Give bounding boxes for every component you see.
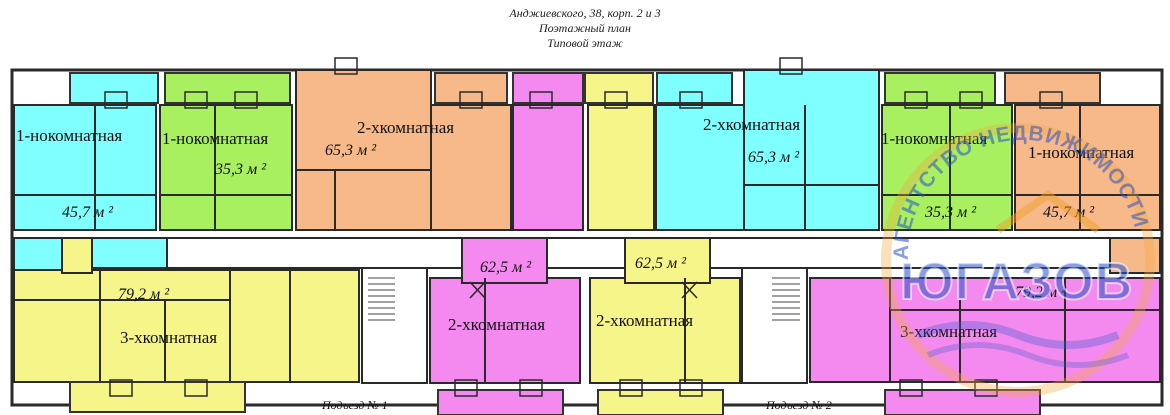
apartment-2room-d [589, 277, 741, 384]
balcony [656, 72, 733, 104]
plan-type: Поэтажный план [538, 21, 632, 35]
balcony [512, 72, 584, 104]
apartment-area: 62,5 м ² [480, 259, 532, 276]
apartment-area: 79,2 м ² [1015, 284, 1067, 301]
apartment-label: 2-хкомнатная [357, 118, 455, 137]
apartment-area: 45,7 м ² [1043, 204, 1095, 221]
balcony [1004, 72, 1101, 104]
apartment-area: 79,2 м ² [118, 286, 170, 303]
apartment-area: 65,3 м ² [748, 149, 800, 166]
apartment-1room-c [881, 104, 1013, 231]
staircase-1 [361, 267, 428, 384]
apartment-2room-c [429, 277, 581, 384]
staircase-2 [741, 267, 808, 384]
apartment-label: 2-хкомнатная [703, 115, 801, 134]
balcony [584, 72, 654, 104]
apartment-1room-b [159, 104, 293, 231]
apartment-label: 3-хкомнатная [900, 322, 998, 341]
apartment-label: 2-хкомнатная [448, 315, 546, 334]
apartment-area: 65,3 м ² [325, 142, 377, 159]
balcony [437, 389, 564, 415]
balcony [597, 389, 724, 415]
watermark-brand: ЮГАЗОВ [899, 252, 1134, 312]
apartment-2room-c-top [512, 104, 584, 231]
apartment-label: 1-нокомнатная [16, 126, 123, 145]
apartment-2room-a-part [430, 104, 512, 231]
apartment-label: 1-нокомнатная [881, 129, 988, 148]
apartment-area: 35,3 м ² [925, 204, 977, 221]
balcony [69, 381, 246, 413]
apartment-label: 3-хкомнатная [120, 328, 218, 347]
apartment-2room-b [743, 69, 880, 231]
balcony [884, 389, 1041, 415]
apartment-3room-a [13, 269, 360, 383]
apartment-area: 62,5 м ² [635, 255, 687, 272]
entrance-label: Подъезд № 1 [322, 398, 388, 412]
balcony [884, 72, 996, 104]
apartment-label: 1-нокомнатная [1028, 143, 1135, 162]
balcony [434, 72, 508, 104]
apartment-1room-a [13, 104, 157, 231]
apartment-label: 2-хкомнатная [596, 311, 694, 330]
balcony [164, 72, 291, 104]
corridor [13, 237, 1161, 269]
plan-floor: Типовой этаж [547, 36, 623, 50]
plan-address: Анджиевского, 38, корп. 2 и 3 [509, 6, 661, 20]
apartment-label: 1-нокомнатная [162, 129, 269, 148]
apartment-2room-a [295, 69, 432, 231]
apartment-area: 45,7 м ² [62, 204, 114, 221]
balcony [69, 72, 159, 104]
entrance-label: Подъезд № 2 [766, 398, 832, 412]
apartment-area: 35,3 м ² [215, 161, 267, 178]
apartment-2room-d-top [587, 104, 655, 231]
apartment-3room-b [809, 277, 1161, 383]
